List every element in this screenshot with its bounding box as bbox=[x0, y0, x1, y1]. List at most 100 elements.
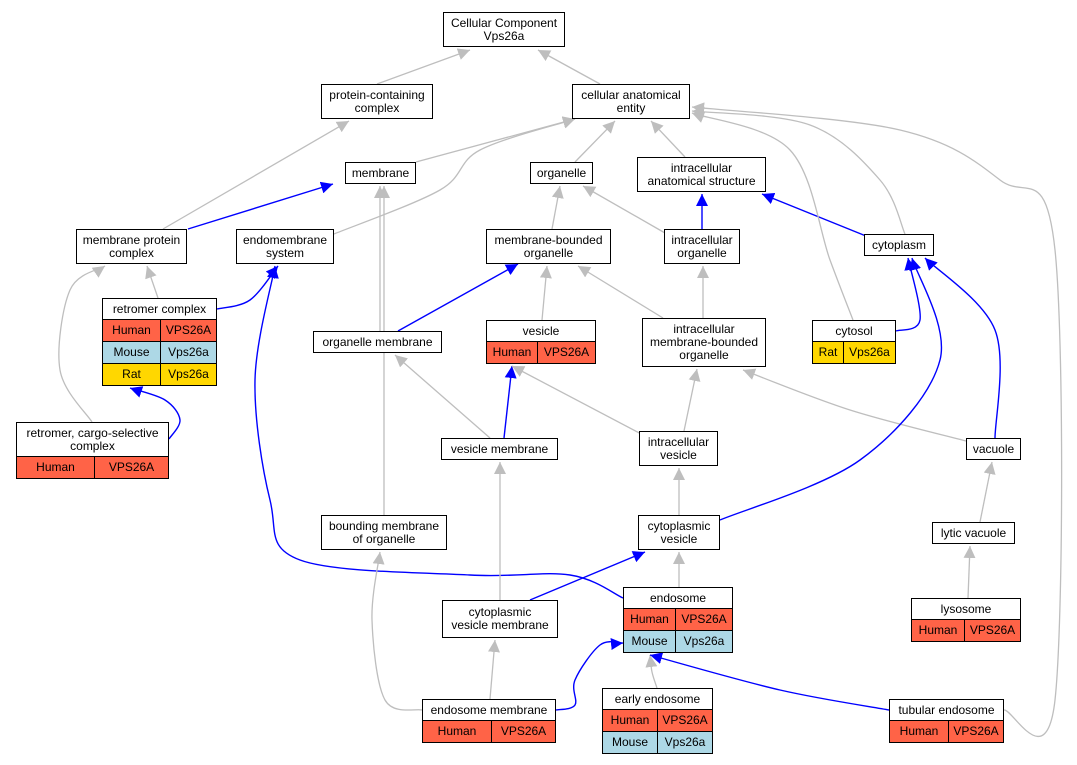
node-label: cytoplasmic vesicle membrane bbox=[451, 605, 549, 632]
species-name: Human bbox=[423, 721, 491, 742]
node-label: intracellular organelle bbox=[671, 232, 733, 260]
edge-is-a-rcsc-mpc bbox=[58, 265, 106, 423]
edge-part-of-em-endosome bbox=[555, 638, 624, 711]
node-label: vacuole bbox=[972, 441, 1015, 456]
node-ias: intracellular anatomical structure bbox=[637, 157, 766, 192]
node-label: retromer, cargo-selective complex bbox=[26, 425, 159, 453]
edge-is-a-vm-om bbox=[394, 354, 491, 439]
node-label: retromer complex bbox=[112, 301, 207, 316]
gene-symbol: Vps26a bbox=[657, 732, 712, 753]
node-label: membrane bbox=[351, 165, 410, 180]
edge-part-of-cv-cytoplasm bbox=[719, 257, 943, 521]
edge-part-of-te-endosome bbox=[649, 652, 890, 711]
gene-symbol: VPS26A bbox=[657, 710, 712, 731]
species-name: Human bbox=[487, 342, 537, 363]
edge-part-of-endosome-ems bbox=[254, 265, 624, 599]
node-bmo: bounding membrane of organelle bbox=[321, 515, 447, 550]
gene-symbol: VPS26A bbox=[537, 342, 595, 363]
node-io: intracellular organelle bbox=[664, 229, 740, 264]
node-iv: intracellular vesicle bbox=[639, 431, 718, 466]
edge-is-a-cae-cc bbox=[537, 49, 601, 85]
node-vm: vesicle membrane bbox=[441, 438, 558, 460]
node-label: intracellular anatomical structure bbox=[647, 160, 756, 188]
node-cae: cellular anatomical entity bbox=[572, 84, 690, 119]
edge-part-of-cytosol-cytoplasm bbox=[895, 257, 921, 332]
edge-is-a-organelle-cae bbox=[574, 120, 616, 163]
edge-is-a-imbo-mbo bbox=[577, 265, 664, 319]
gene-symbol: Vps26a bbox=[160, 364, 216, 385]
gene-symbol: VPS26A bbox=[94, 457, 168, 478]
gene-symbol: VPS26A bbox=[675, 609, 732, 630]
edge-part-of-vm-vesicle bbox=[503, 365, 517, 439]
species-name: Mouse bbox=[603, 732, 657, 753]
node-label: cytoplasmic vesicle bbox=[647, 518, 711, 546]
species-name: Human bbox=[912, 620, 964, 641]
node-label: organelle membrane bbox=[322, 334, 433, 349]
edge-part-of-mpc-membrane bbox=[187, 181, 334, 230]
node-label: early endosome bbox=[614, 691, 701, 706]
gene-symbol: VPS26A bbox=[491, 721, 555, 742]
node-om: organelle membrane bbox=[313, 331, 442, 353]
edge-is-a-io-organelle bbox=[582, 185, 666, 234]
node-label: bounding membrane of organelle bbox=[328, 518, 440, 546]
edge-is-a-lv-vacuole bbox=[979, 461, 996, 523]
node-label: endosome membrane bbox=[430, 702, 548, 717]
node-label: protein-containing complex bbox=[329, 87, 425, 115]
node-label: membrane-bounded organelle bbox=[494, 232, 603, 260]
edge-is-a-cytoplasm-cae bbox=[691, 106, 906, 235]
species-name: Human bbox=[17, 457, 94, 478]
gene-symbol: Vps26a bbox=[843, 342, 895, 363]
node-cv: cytoplasmic vesicle bbox=[638, 515, 720, 550]
node-label: lysosome bbox=[940, 601, 992, 616]
edge-is-a-retromer-mpc bbox=[145, 265, 159, 299]
edge-is-a-lysosome-lv bbox=[963, 545, 976, 599]
node-pcc: protein-containing complex bbox=[321, 84, 433, 119]
edge-is-a-iv-imbo bbox=[683, 368, 701, 432]
node-label: endomembrane system bbox=[242, 232, 328, 260]
node-label: tubular endosome bbox=[898, 702, 995, 717]
gene-symbol: Vps26a bbox=[160, 342, 216, 363]
edge-is-a-em-cvm bbox=[488, 639, 500, 700]
edge-is-a-em-bmo bbox=[371, 551, 423, 711]
node-label: cytoplasm bbox=[871, 237, 927, 252]
edge-is-a-mbo-organelle bbox=[551, 185, 564, 230]
node-organelle: organelle bbox=[530, 162, 593, 184]
species-name: Human bbox=[603, 710, 657, 731]
edge-part-of-rcsc-retromer bbox=[129, 386, 181, 440]
gene-symbol: VPS26A bbox=[948, 721, 1003, 742]
edge-part-of-retromer-ems bbox=[216, 265, 279, 310]
node-label: intracellular membrane-bounded organelle bbox=[649, 322, 759, 362]
species-name: Mouse bbox=[103, 342, 160, 363]
node-cvm: cytoplasmic vesicle membrane bbox=[442, 600, 558, 638]
edge-part-of-cytoplasm-ias bbox=[761, 192, 867, 237]
edge-is-a-mpc-pcc bbox=[162, 120, 350, 230]
node-mbo: membrane-bounded organelle bbox=[486, 229, 611, 264]
node-membrane: membrane bbox=[345, 162, 416, 184]
species-name: Mouse bbox=[624, 631, 675, 652]
edge-is-a-vacuole-imbo bbox=[742, 368, 967, 442]
node-imbo: intracellular membrane-bounded organelle bbox=[642, 318, 766, 367]
node-label: membrane protein complex bbox=[82, 232, 181, 260]
node-cytoplasm: cytoplasm bbox=[864, 234, 934, 256]
species-name: Human bbox=[103, 320, 160, 341]
node-label: lytic vacuole bbox=[940, 525, 1007, 540]
node-ems: endomembrane system bbox=[236, 229, 334, 264]
edge-is-a-ee-endosome bbox=[645, 654, 658, 689]
